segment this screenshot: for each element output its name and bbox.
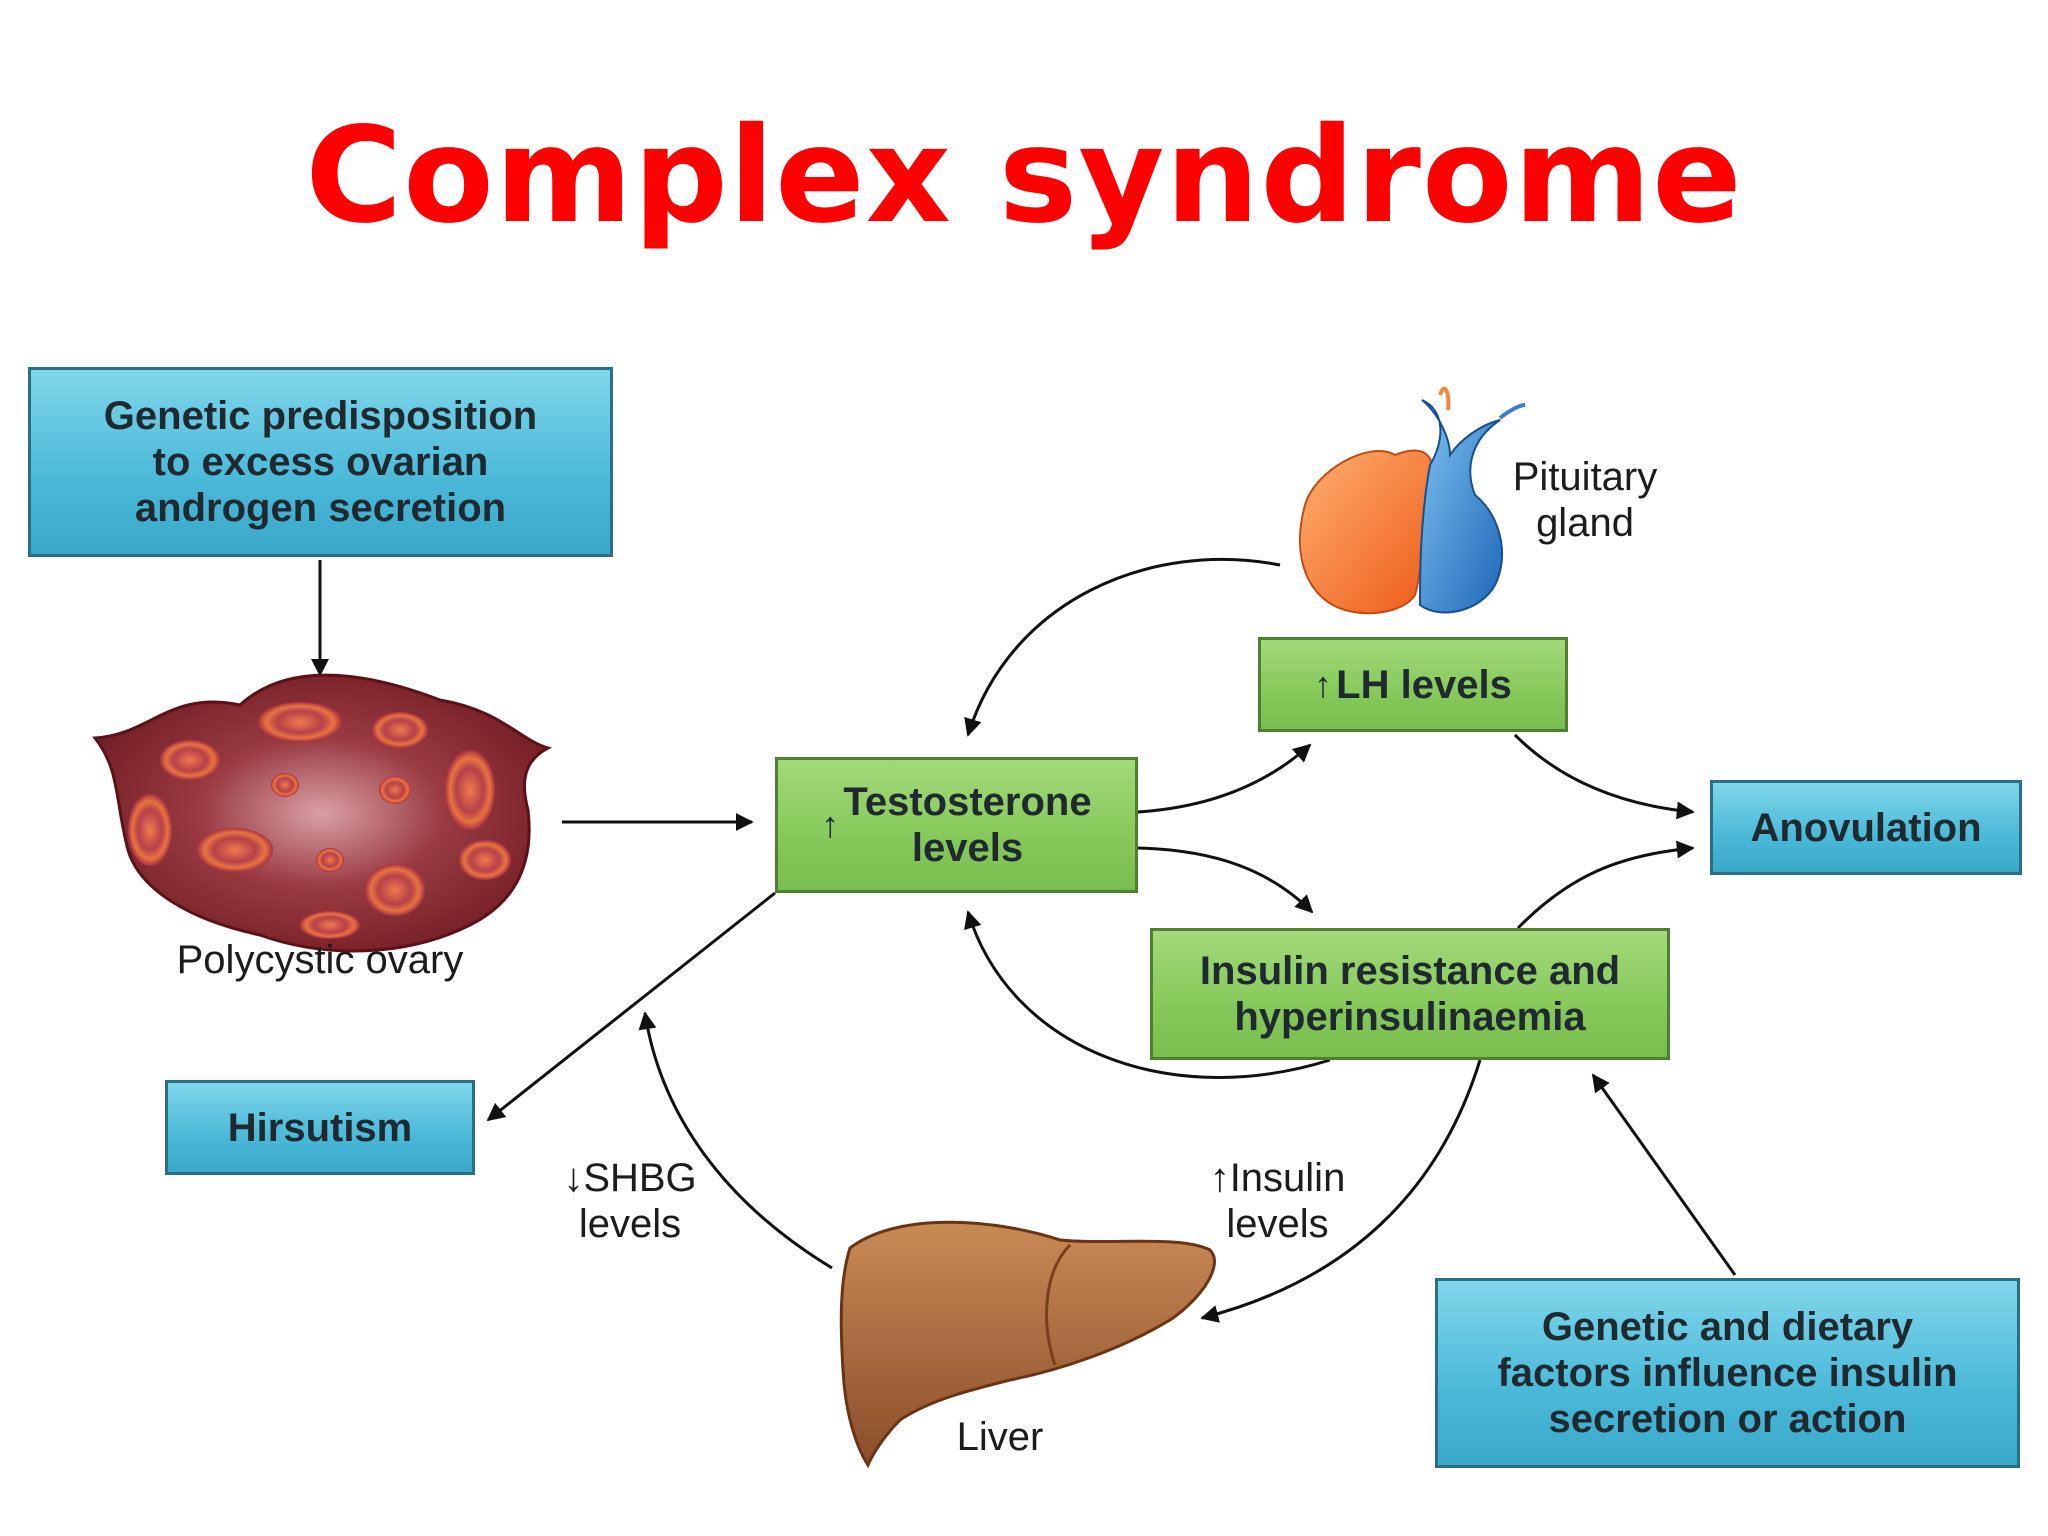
lh-levels-label: LH levels (1336, 662, 1512, 707)
arrow-insulin-to-anovulation (1516, 840, 1695, 930)
liver-label: Liver (956, 1415, 1044, 1459)
arrow-pituitary-to-testosterone (964, 557, 1281, 737)
arrow-genetic-dietary-to-insulin (1591, 1073, 1737, 1276)
genetic-predisposition-box: Genetic predisposition to excess ovarian… (28, 367, 613, 557)
arrow-up-icon: ↑ (821, 804, 840, 846)
genetic-dietary-box: Genetic and dietary factors influence in… (1435, 1278, 2020, 1468)
arrow-insulin-to-liver (1200, 1059, 1482, 1323)
arrow-testosterone-to-hirsutism (486, 891, 776, 1122)
pituitary-illustration (1299, 386, 1526, 615)
lh-levels-box: ↑ LH levels (1258, 637, 1568, 732)
pituitary-gland-label: Pituitary gland (1512, 455, 1658, 545)
insulin-levels-label: ↑Insulin levels (1209, 1156, 1346, 1246)
insulin-resistance-box: Insulin resistance and hyperinsulinaemia (1150, 928, 1670, 1060)
arrow-lh-to-anovulation (1513, 733, 1695, 820)
hirsutism-box: Hirsutism (165, 1080, 475, 1175)
anovulation-box: Anovulation (1710, 780, 2022, 875)
arrow-liver-to-testosterone (638, 1011, 833, 1270)
arrow-up-icon: ↑ (1209, 1156, 1230, 1200)
testosterone-box: ↑ Testosterone levels (775, 757, 1138, 893)
arrow-insulin-to-testosterone (964, 910, 1331, 1079)
arrow-down-icon: ↓ (563, 1156, 584, 1200)
arrow-up-icon: ↑ (1314, 663, 1333, 705)
testosterone-label: Testosterone levels (843, 780, 1092, 870)
arrow-testosterone-to-lh (1137, 743, 1312, 814)
polycystic-ovary-label: Polycystic ovary (176, 938, 464, 982)
page-title: Complex syndrome (305, 99, 1743, 253)
shbg-levels-label: ↓SHBG levels (563, 1156, 697, 1246)
arrow-testosterone-to-insulin (1137, 846, 1314, 914)
ovary-illustration (92, 673, 553, 953)
liver-illustration (839, 1220, 1216, 1469)
